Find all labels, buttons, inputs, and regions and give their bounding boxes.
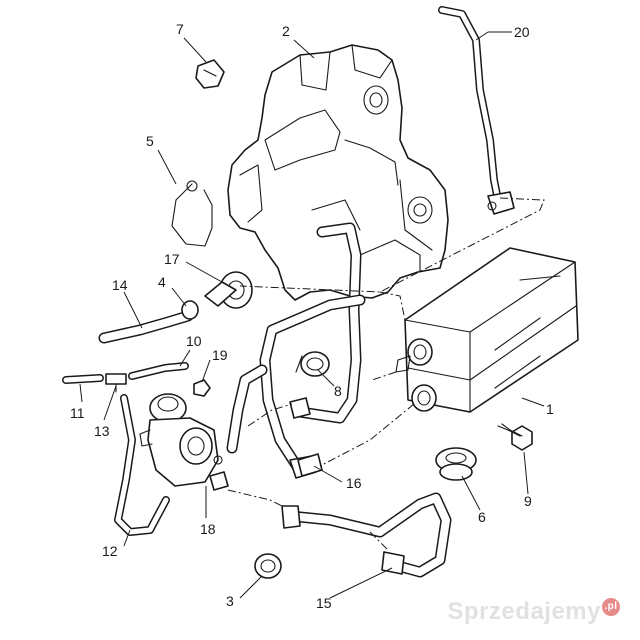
assembly-reference-lines: [227, 197, 545, 551]
part-5-clip: [171, 180, 213, 247]
part-20-hose: [438, 6, 515, 215]
part-9-bolt: [497, 423, 533, 451]
callout-7: 7: [176, 21, 184, 37]
callout-4: 4: [158, 274, 166, 290]
callout-12: 12: [102, 543, 118, 559]
callout-13: 13: [94, 423, 110, 439]
callout-17: 17: [164, 251, 180, 267]
part-15-hose: [281, 492, 452, 578]
callout-11: 11: [70, 405, 85, 421]
part-8-clamp: [295, 351, 330, 377]
part-3-clamp: [254, 553, 282, 579]
callout-19: 19: [212, 347, 228, 363]
callout-numbers: 7 2 20 5 17 14 4 10 19 11 13 12 18 8 16 …: [70, 21, 554, 611]
part-17-connector: [181, 271, 253, 320]
part-18-valve: [139, 393, 229, 491]
callout-16: 16: [346, 475, 362, 491]
callout-5: 5: [146, 133, 154, 149]
callout-8: 8: [334, 383, 342, 399]
callout-9: 9: [524, 493, 532, 509]
callout-3: 3: [226, 593, 234, 609]
callout-6: 6: [478, 509, 486, 525]
callout-14: 14: [112, 277, 128, 293]
part-14-hose: [98, 310, 194, 344]
callout-1: 1: [546, 401, 554, 417]
callout-20: 20: [514, 24, 530, 40]
callout-15: 15: [316, 595, 332, 611]
leader-lines: [79, 31, 545, 599]
part-19-nut: [193, 379, 211, 397]
part-7-fitting: [195, 59, 225, 89]
callout-18: 18: [200, 521, 216, 537]
callout-10: 10: [186, 333, 202, 349]
callout-2: 2: [282, 23, 290, 39]
small-hoses-left: [62, 362, 189, 536]
part-1-canister: [395, 247, 579, 413]
part-6-grommet: [435, 447, 477, 481]
mounting-bracket: [227, 44, 449, 301]
